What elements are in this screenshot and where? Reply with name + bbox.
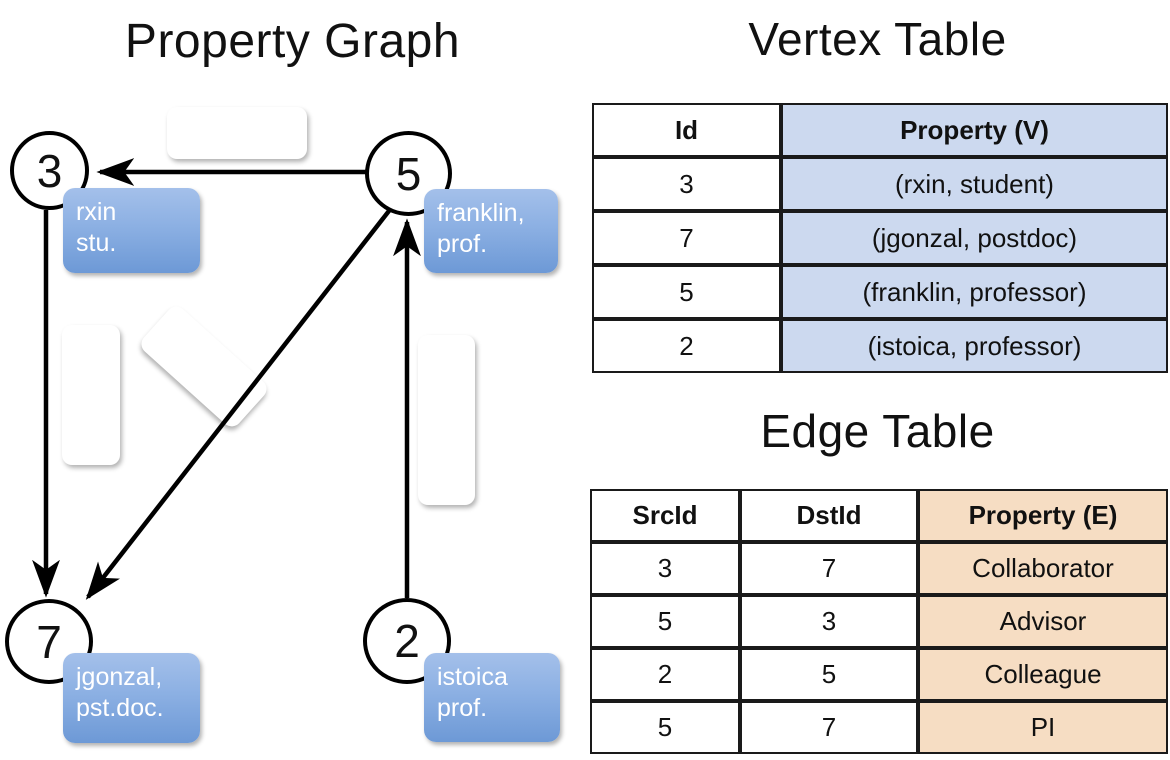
edge-cell-src: 5 xyxy=(590,595,740,648)
vertex-property-box-jgonzal[interactable]: jgonzal, pst.doc. xyxy=(63,653,200,743)
vertex-cell-property: (rxin, student) xyxy=(781,157,1168,211)
table-row[interactable]: 7 (jgonzal, postdoc) xyxy=(592,211,1168,265)
vertex-property-box-istoica[interactable]: istoica prof. xyxy=(424,653,560,742)
vertex-property-box-rxin[interactable]: rxin stu. xyxy=(63,188,200,273)
edge-arrow-5-to-7 xyxy=(85,205,394,600)
vertex-property-line-2: pst.doc. xyxy=(76,693,164,722)
edge-label-collab-text: Collab. xyxy=(77,356,106,434)
table-row[interactable]: 3 7 Collaborator xyxy=(590,542,1168,595)
vertex-table-header-row: Id Property (V) xyxy=(592,103,1168,157)
edge-cell-src: 2 xyxy=(590,648,740,701)
edge-table: SrcId DstId Property (E) 3 7 Collaborato… xyxy=(590,489,1168,754)
graph-edge-arrows xyxy=(32,158,421,600)
edge-cell-dst: 7 xyxy=(740,701,918,754)
vertex-cell-id: 5 xyxy=(592,265,781,319)
edge-cell-property: Colleague xyxy=(918,648,1168,701)
graph-node-5[interactable]: 5 xyxy=(365,131,452,216)
vertex-property-line-2: prof. xyxy=(437,693,488,722)
vertex-cell-property: (istoica, professor) xyxy=(781,319,1168,373)
table-row[interactable]: 5 7 PI xyxy=(590,701,1168,754)
edge-table-header-row: SrcId DstId Property (E) xyxy=(590,489,1168,542)
vertex-property-line-1: jgonzal, xyxy=(76,663,163,691)
edge-cell-src: 5 xyxy=(590,701,740,754)
edge-table-header-property: Property (E) xyxy=(918,489,1168,542)
property-graph-diagram: 3 5 7 2 rxin stu. franklin, prof. jgonza… xyxy=(5,107,560,743)
vertex-property-line-2: stu. xyxy=(76,228,117,257)
page-title-vertex-table: Vertex Table xyxy=(748,13,1007,65)
table-row[interactable]: 2 5 Colleague xyxy=(590,648,1168,701)
vertex-property-box-franklin[interactable]: franklin, prof. xyxy=(424,189,558,273)
edge-label-advisor-text: Advisor xyxy=(195,118,279,147)
vertex-table-header-property: Property (V) xyxy=(781,103,1168,157)
edge-label-pi-text: PI xyxy=(190,354,219,379)
graph-node-2[interactable]: 2 xyxy=(363,598,451,684)
edge-cell-dst: 7 xyxy=(740,542,918,595)
vertex-property-line-1: franklin, xyxy=(437,199,525,227)
edge-cell-property: Collaborator xyxy=(918,542,1168,595)
edge-cell-dst: 5 xyxy=(740,648,918,701)
vertex-property-line-1: rxin xyxy=(76,198,117,226)
edge-cell-src: 3 xyxy=(590,542,740,595)
vertex-table-header-id: Id xyxy=(592,103,781,157)
page-title-edge-table: Edge Table xyxy=(760,405,995,457)
table-row[interactable]: 5 (franklin, professor) xyxy=(592,265,1168,319)
edge-label-collab[interactable]: Collab. xyxy=(62,325,120,465)
table-row[interactable]: 2 (istoica, professor) xyxy=(592,319,1168,373)
edge-label-colleague[interactable]: Colleague xyxy=(418,335,475,505)
table-row[interactable]: 5 3 Advisor xyxy=(590,595,1168,648)
edge-table-header-srcid: SrcId xyxy=(590,489,740,542)
edge-label-colleague-text: Colleague xyxy=(433,363,461,477)
page-title-property-graph: Property Graph xyxy=(124,15,461,68)
vertex-table: Id Property (V) 3 (rxin, student) 7 (jgo… xyxy=(592,103,1168,373)
vertex-cell-id: 7 xyxy=(592,211,781,265)
table-row[interactable]: 3 (rxin, student) xyxy=(592,157,1168,211)
vertex-property-line-2: prof. xyxy=(437,229,488,258)
vertex-cell-property: (franklin, professor) xyxy=(781,265,1168,319)
vertex-property-line-1: istoica xyxy=(437,663,508,691)
vertex-cell-id: 3 xyxy=(592,157,781,211)
edge-table-header-dstid: DstId xyxy=(740,489,918,542)
vertex-cell-property: (jgonzal, postdoc) xyxy=(781,211,1168,265)
edge-label-advisor[interactable]: Advisor xyxy=(167,107,307,159)
vertex-cell-id: 2 xyxy=(592,319,781,373)
edge-cell-dst: 3 xyxy=(740,595,918,648)
edge-cell-property: Advisor xyxy=(918,595,1168,648)
edge-cell-property: PI xyxy=(918,701,1168,754)
